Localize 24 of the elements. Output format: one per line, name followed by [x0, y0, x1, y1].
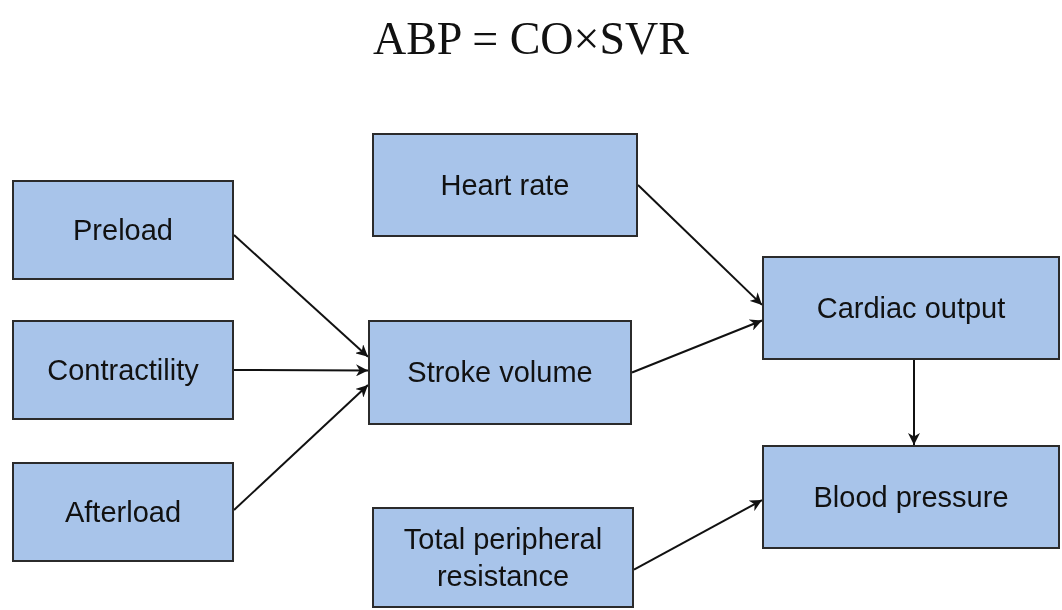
- process-box: [12, 320, 234, 420]
- box-label: Blood pressure: [813, 479, 1009, 515]
- arrow: [631, 319, 763, 374]
- box-label: Afterload: [64, 494, 182, 530]
- arrow: [233, 364, 369, 377]
- box-label: Heart rate: [440, 167, 570, 203]
- arrow: [908, 359, 920, 446]
- arrow: [233, 384, 369, 511]
- box-label: Stroke volume: [407, 355, 593, 391]
- box-label: Cardiac output: [816, 290, 1006, 326]
- arrow: [633, 499, 763, 571]
- process-box: [12, 180, 234, 280]
- process-box: [762, 256, 1060, 360]
- process-box: [372, 507, 634, 608]
- process-box: [372, 133, 638, 237]
- arrow: [637, 184, 763, 306]
- formula-title: ABP = CO×SVR: [372, 12, 690, 65]
- arrow: [233, 234, 369, 358]
- box-label: Contractility: [47, 352, 199, 388]
- box-label: Preload: [73, 212, 173, 248]
- box-label: Total peripheral resistance: [402, 522, 604, 594]
- process-box: [762, 445, 1060, 549]
- process-box: [368, 320, 632, 425]
- process-box: [12, 462, 234, 562]
